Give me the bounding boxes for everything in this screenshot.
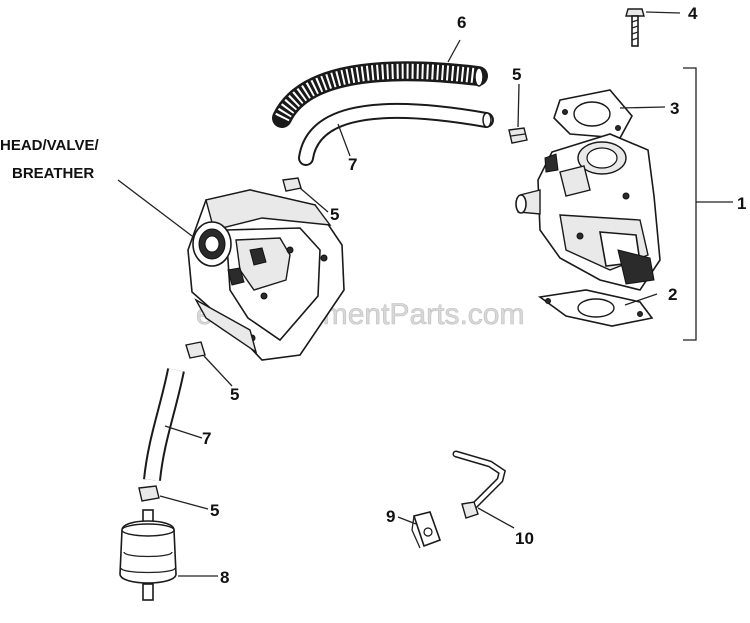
part-1-carburetor[interactable] <box>515 133 661 291</box>
label-part-5-upper-right: 5 <box>512 65 521 84</box>
part-5-clamp-filter[interactable] <box>138 485 160 502</box>
label-part-7-lower: 7 <box>202 429 211 448</box>
part-8-fuel-filter[interactable] <box>119 509 177 601</box>
leader-line-4 <box>645 11 681 14</box>
label-part-4: 4 <box>688 4 698 23</box>
leader-line-7a <box>337 123 351 157</box>
label-part-6: 6 <box>457 13 466 32</box>
leader-line-6 <box>447 39 461 63</box>
leader-line-2 <box>624 293 658 306</box>
leader-line-7b <box>164 425 203 439</box>
label-part-5-head: 5 <box>330 205 339 224</box>
part-3-gasket[interactable] <box>553 89 633 139</box>
part-7-upper-hose[interactable] <box>298 102 494 166</box>
label-part-10: 10 <box>515 529 534 548</box>
label-part-9: 9 <box>386 507 395 526</box>
assembly-1-bracket <box>683 67 697 341</box>
part-5-clamp-upper-right[interactable] <box>508 127 528 144</box>
label-part-2: 2 <box>668 285 677 304</box>
part-5-clamp-head[interactable] <box>282 177 302 192</box>
leader-line-9 <box>397 516 417 525</box>
head-valve-breather-assembly[interactable] <box>187 189 345 361</box>
part-10-linkage[interactable] <box>452 450 506 519</box>
label-part-5-filter: 5 <box>210 501 219 520</box>
part-2-gasket[interactable] <box>537 289 654 327</box>
part-6-corrugated-hose[interactable] <box>272 61 488 128</box>
leader-line-5a <box>517 83 520 128</box>
part-5-clamp-lower-head[interactable] <box>185 341 206 359</box>
part-9-clip[interactable] <box>411 511 442 549</box>
label-part-1: 1 <box>737 194 746 213</box>
part-7-lower-hose[interactable] <box>143 368 185 481</box>
part-4-bolt[interactable] <box>625 8 645 47</box>
leader-line-3 <box>619 106 666 109</box>
leader-line-5c <box>203 355 233 387</box>
label-part-3: 3 <box>670 99 679 118</box>
leader-line-5b <box>299 187 329 213</box>
leader-line-head <box>117 179 193 237</box>
label-part-7-upper: 7 <box>348 155 357 174</box>
label-head-valve-breather-line2: BREATHER <box>12 165 94 182</box>
label-part-5-lower-head: 5 <box>230 385 239 404</box>
leader-line-5d <box>159 495 209 510</box>
label-head-valve-breather-line1: HEAD/VALVE/ <box>0 137 99 154</box>
leader-line-10 <box>477 507 515 529</box>
label-part-8: 8 <box>220 568 229 587</box>
